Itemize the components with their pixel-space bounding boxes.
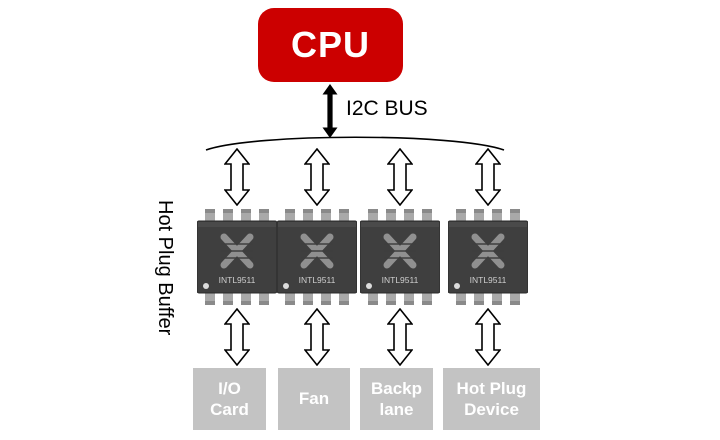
i2c-bus-label: I2C BUS — [346, 97, 428, 120]
cpu-label: CPU — [290, 24, 370, 65]
double-arrow-white-icon — [224, 148, 250, 206]
chip-label: INTL9511 — [382, 275, 419, 285]
ic-chip: INTL9511 — [448, 208, 528, 306]
device-node-hot-plug-device: Hot Plug Device — [443, 368, 540, 430]
device-node-backplane: Backp lane — [360, 368, 433, 430]
ic-chip-graphic: INTL9511 — [197, 209, 277, 305]
bus-brace-curve — [205, 136, 505, 151]
chip-label: INTL9511 — [470, 275, 507, 285]
bus-arrow-icon — [475, 148, 501, 206]
device-arrow-icon — [304, 308, 330, 366]
bus-arrow-icon — [304, 148, 330, 206]
cpu-node: CPU — [258, 8, 403, 82]
device-label: Hot Plug Device — [456, 378, 527, 419]
double-arrow-white-icon — [475, 148, 501, 206]
cpu-bus-arrow-icon — [322, 84, 338, 138]
double-arrow-white-icon — [387, 148, 413, 206]
chip-label: INTL9511 — [299, 275, 336, 285]
double-arrow-white-icon — [387, 308, 413, 366]
bus-arrow-icon — [224, 148, 250, 206]
double-arrow-white-icon — [224, 308, 250, 366]
ic-chip: INTL9511 — [277, 208, 357, 306]
device-label: I/O Card — [210, 378, 249, 419]
double-arrow-white-icon — [304, 148, 330, 206]
ic-chip-graphic: INTL9511 — [448, 209, 528, 305]
hot-plug-buffer-label: Hot Plug Buffer — [154, 200, 176, 336]
double-arrow-black-icon — [322, 84, 338, 138]
ic-chip: INTL9511 — [360, 208, 440, 306]
bus-arrow-icon — [387, 148, 413, 206]
device-arrow-icon — [224, 308, 250, 366]
ic-chip-graphic: INTL9511 — [360, 209, 440, 305]
device-node-fan: Fan — [278, 368, 350, 430]
device-label: Backp lane — [370, 378, 423, 419]
device-arrow-icon — [475, 308, 501, 366]
device-arrow-icon — [387, 308, 413, 366]
ic-chip-graphic: INTL9511 — [277, 209, 357, 305]
double-arrow-white-icon — [304, 308, 330, 366]
device-label: Fan — [298, 389, 330, 409]
ic-chip: INTL9511 — [197, 208, 277, 306]
double-arrow-white-icon — [475, 308, 501, 366]
device-node-io-card: I/O Card — [193, 368, 266, 430]
bus-brace — [205, 136, 505, 152]
chip-label: INTL9511 — [219, 275, 256, 285]
